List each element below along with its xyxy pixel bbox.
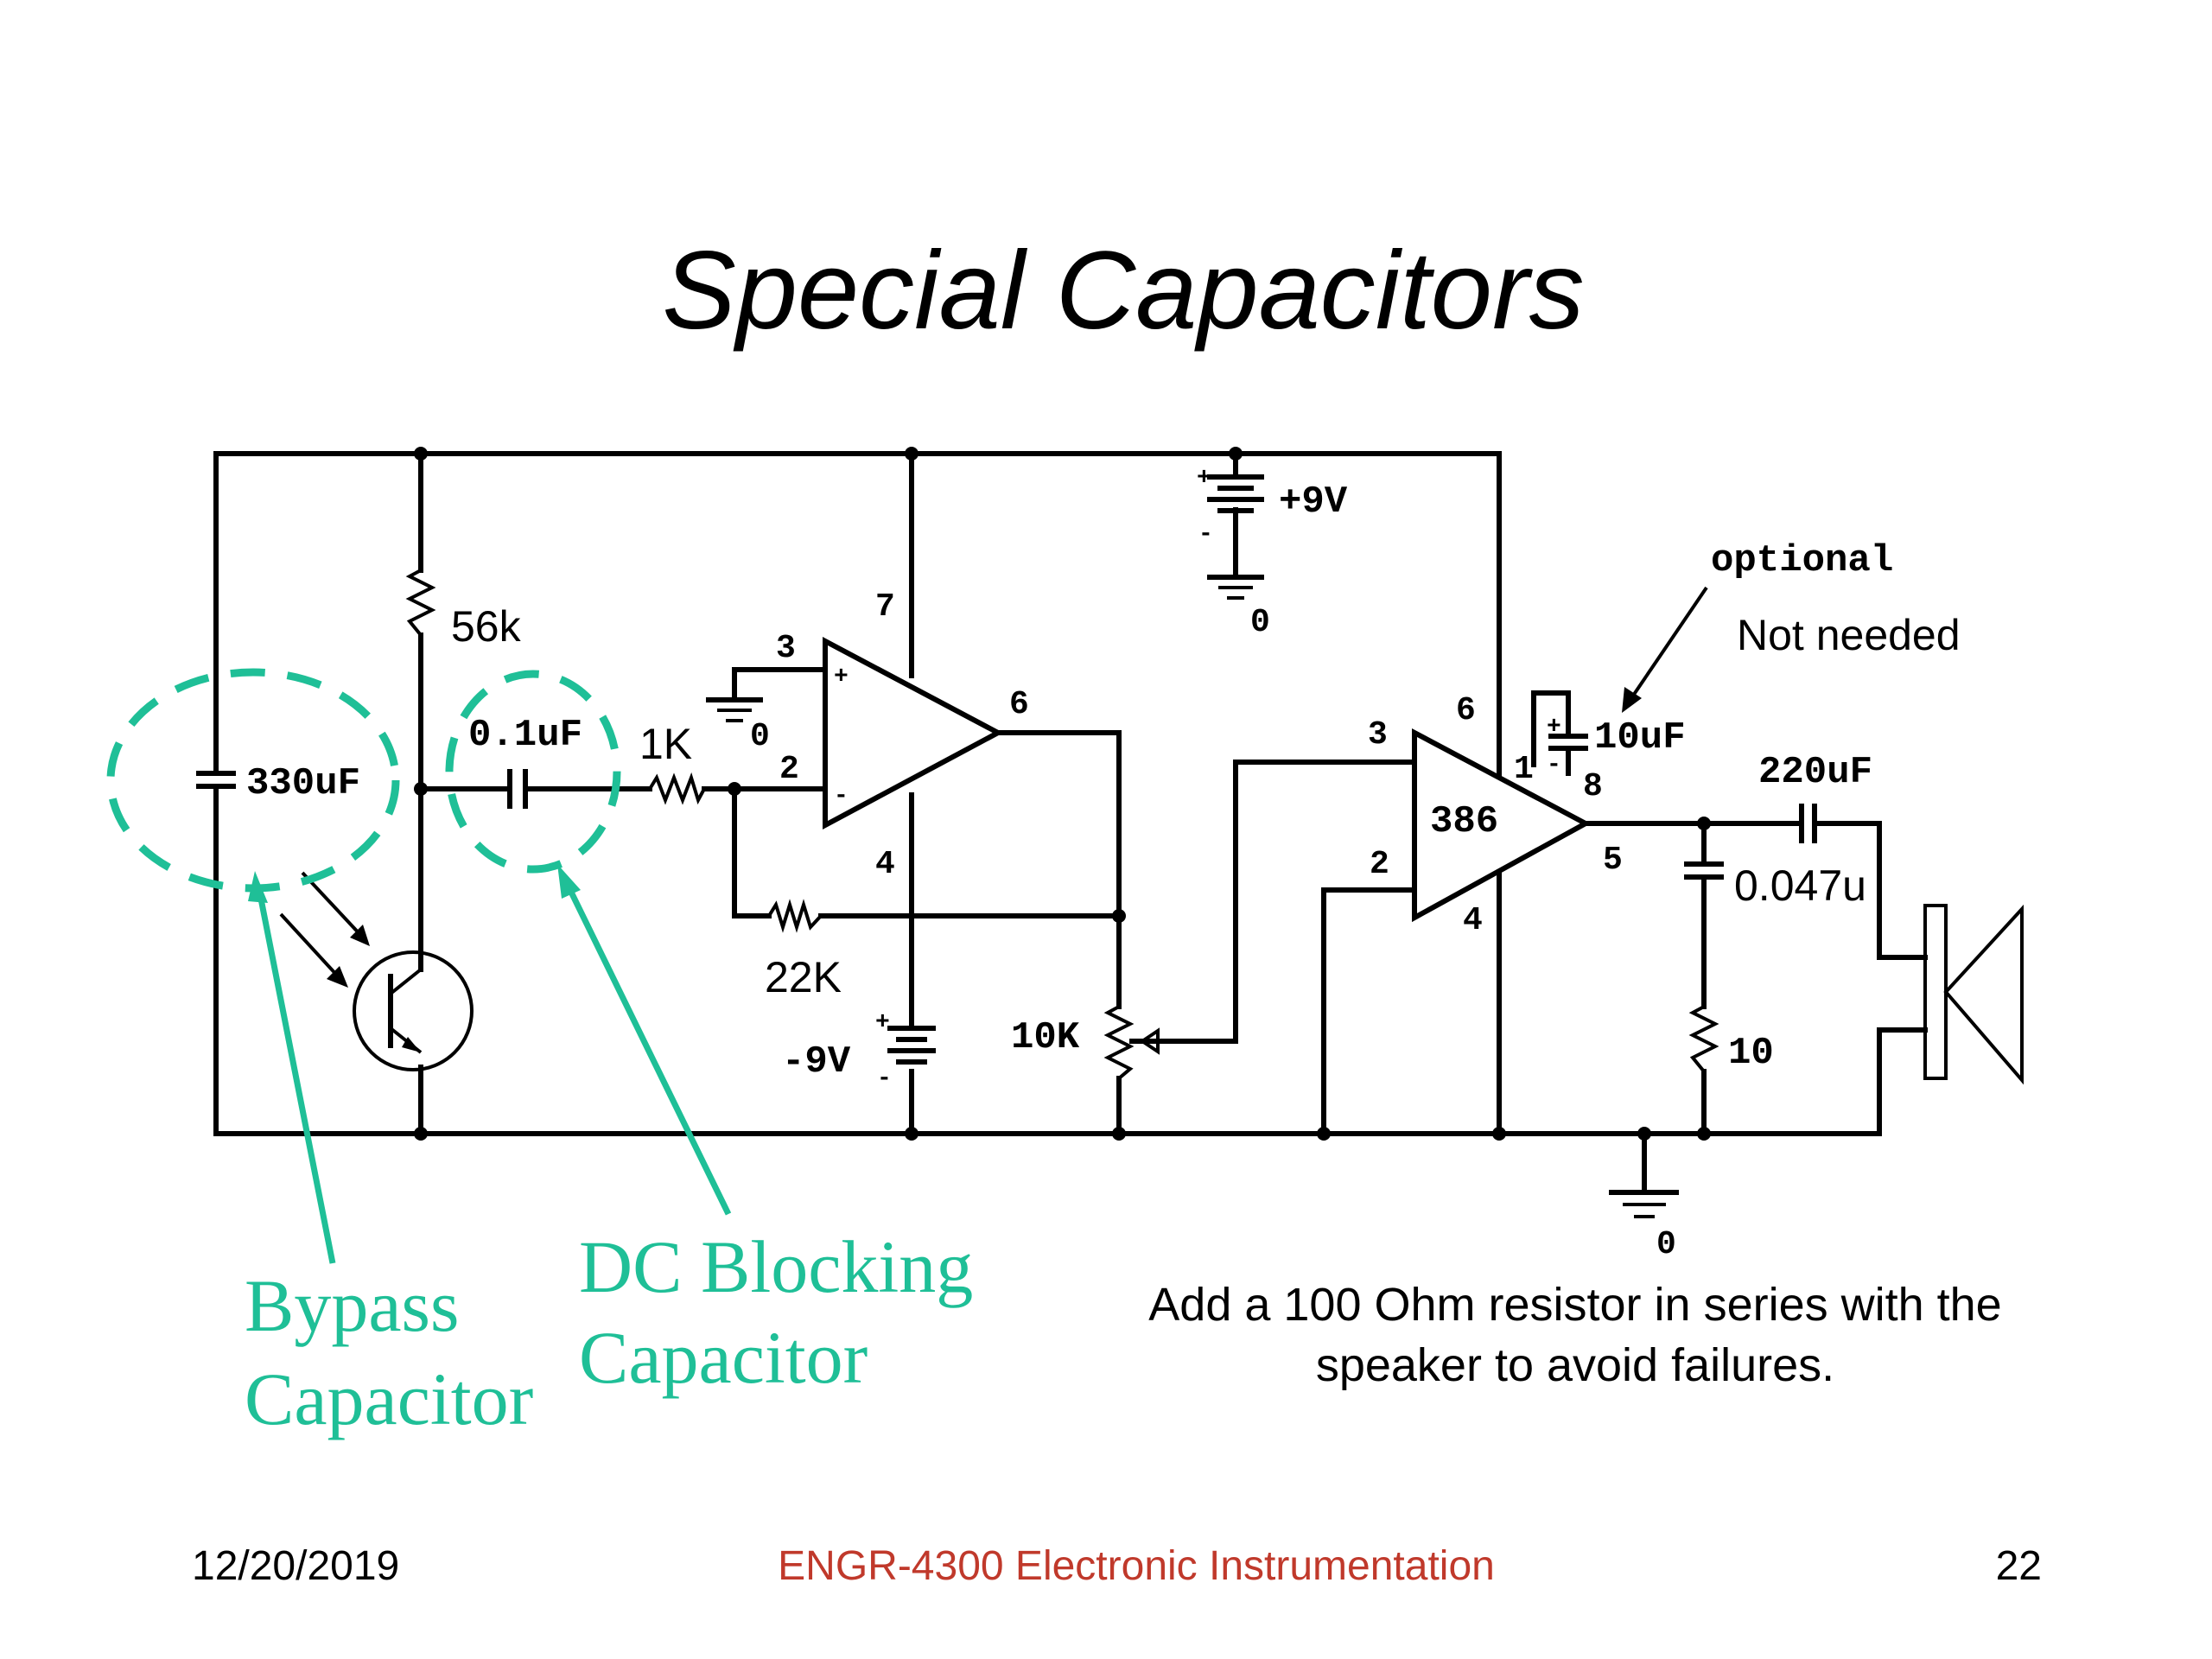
footer-date: 12/20/2019 <box>192 1543 399 1589</box>
resistor-56k-label: 56k <box>451 602 522 651</box>
potentiometer-10k: 10K <box>1011 1005 1160 1080</box>
capacitor-220uf: 220uF <box>1758 751 1872 843</box>
op-amp-pin-vplus: 7 <box>875 588 895 626</box>
capacitor-10uf: + - 10uF <box>1547 714 1686 779</box>
battery-neg-9v-label: -9V <box>782 1040 851 1084</box>
lm386-label: 386 <box>1430 800 1498 843</box>
ground-main-label: 0 <box>1656 1226 1676 1263</box>
resistor-56k: 56k <box>405 569 522 651</box>
lm386-pin-vs: 6 <box>1456 692 1476 729</box>
capacitor-0-1uf-label: 0.1uF <box>468 714 582 757</box>
slide-title: Special Capacitors <box>662 229 1584 353</box>
capacitor-0-047u-label: 0.047u <box>1734 861 1866 910</box>
bypass-pointer-line <box>256 889 336 1264</box>
capacitor-0-047u: 0.047u <box>1684 861 1866 910</box>
battery-pos-plus-sign: + <box>1197 465 1211 492</box>
battery-pos-9v-label: +9V <box>1279 480 1348 524</box>
battery-pos-minus-sign: - <box>1198 521 1213 548</box>
wires <box>213 451 1928 1195</box>
ground-battery: 0 <box>1207 575 1270 641</box>
optional-label: optional <box>1711 539 1893 582</box>
dc-blocking-label-line2: Capacitor <box>579 1316 868 1399</box>
op-amp-pin-out: 6 <box>1009 686 1029 723</box>
dc-blocking-highlight-ellipse <box>445 670 621 874</box>
footer-course: ENGR-4300 Electronic Instrumentation <box>778 1543 1495 1589</box>
battery-neg-9v: + - -9V <box>782 1009 936 1092</box>
battery-neg-minus-sign: - <box>877 1065 892 1092</box>
speaker-note: Add a 100 Ohm resistor in series with th… <box>1148 1279 2001 1391</box>
phototransistor <box>279 871 474 1071</box>
capacitor-220uf-label: 220uF <box>1758 751 1872 794</box>
capacitor-10uf-plus-sign: + <box>1547 714 1561 741</box>
op-amp-minus-sign: - <box>834 783 849 810</box>
capacitor-10uf-minus-sign: - <box>1547 752 1561 779</box>
potentiometer-10k-label: 10K <box>1011 1016 1080 1059</box>
dc-blocking-label-line1: DC Blocking <box>579 1225 973 1308</box>
speaker-note-line2: speaker to avoid failures. <box>1316 1339 1834 1391</box>
lm386-pin-gnd: 4 <box>1463 902 1483 939</box>
lm386-pin-out: 5 <box>1603 842 1623 879</box>
resistor-22k: 22K <box>765 899 842 1001</box>
ground-opamp: 0 <box>706 697 770 755</box>
callout-bypass: Bypass Capacitor <box>106 668 533 1440</box>
speaker-icon <box>1923 904 2024 1085</box>
op-amp-pin-vminus: 4 <box>875 846 895 883</box>
op-amp-pin-minus: 2 <box>779 751 799 788</box>
resistor-1k: 1K <box>639 720 706 805</box>
slide-footer: 12/20/2019 ENGR-4300 Electronic Instrume… <box>192 1543 2042 1589</box>
ground-main: 0 <box>1609 1190 1679 1263</box>
op-amp-pin-plus: 3 <box>776 630 796 667</box>
lm386-pin-plus: 3 <box>1368 716 1388 753</box>
callout-dc-blocking: DC Blocking Capacitor <box>445 670 973 1399</box>
resistor-10: 10 <box>1688 1005 1774 1075</box>
battery-neg-plus-sign: + <box>875 1009 890 1036</box>
bypass-label-line2: Capacitor <box>245 1357 533 1440</box>
capacitor-0-1uf: 0.1uF <box>468 714 582 809</box>
optional-annotation: optional Not needed <box>1622 539 1961 713</box>
battery-pos-9v: + - +9V <box>1197 465 1348 548</box>
ground-opamp-label: 0 <box>750 718 770 755</box>
capacitor-330uf: 330uF <box>196 762 360 805</box>
speaker-note-line1: Add a 100 Ohm resistor in series with th… <box>1148 1279 2001 1331</box>
lm386-pin-8: 8 <box>1583 768 1603 805</box>
resistor-10-label: 10 <box>1728 1032 1774 1075</box>
circuit-schematic: 56k 330uF 0.1uF 1K 22K 10K <box>196 447 2024 1263</box>
not-needed-label: Not needed <box>1737 611 1961 659</box>
dc-blocking-pointer-line <box>563 880 732 1216</box>
resistor-22k-label: 22K <box>765 953 842 1001</box>
junction-dots <box>414 447 1711 1141</box>
op-amp: + - 3 2 6 7 4 <box>776 588 1029 883</box>
resistor-1k-label: 1K <box>639 720 692 768</box>
capacitor-10uf-label: 10uF <box>1594 716 1686 760</box>
ground-battery-label: 0 <box>1250 604 1270 641</box>
bypass-label-line1: Bypass <box>245 1264 459 1347</box>
lm386-amplifier: 386 3 2 6 5 4 1 8 <box>1368 692 1623 939</box>
lm386-pin-1: 1 <box>1514 751 1534 788</box>
footer-page-number: 22 <box>1996 1543 2042 1589</box>
lm386-pin-minus: 2 <box>1370 846 1389 883</box>
capacitor-330uf-label: 330uF <box>246 762 360 805</box>
op-amp-plus-sign: + <box>834 664 849 690</box>
